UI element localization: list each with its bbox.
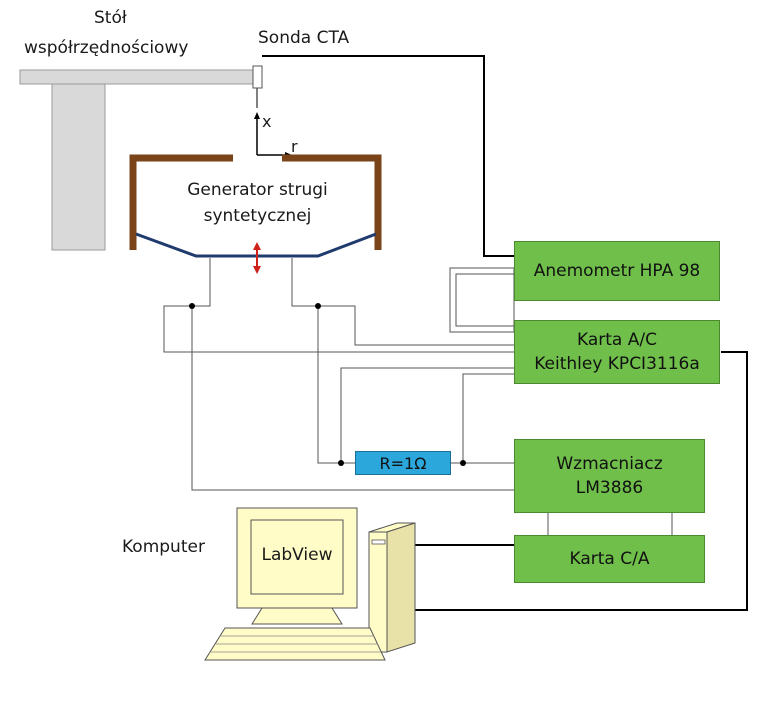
axis-x-label: x [262, 112, 272, 131]
cavity-wall-right [282, 154, 382, 250]
amplifier-block: Wzmacniacz LM3886 [514, 439, 705, 513]
anemometer-block: Anemometr HPA 98 [514, 241, 720, 301]
table-column [51, 83, 106, 251]
axis-r-label: r [291, 137, 298, 156]
vibration-arrow-down [253, 266, 261, 274]
axis-x-arrowhead [254, 112, 260, 119]
cavity-wall-left [129, 154, 233, 250]
dac-card-label: Karta C/A [569, 549, 650, 569]
adc-card-label-line1: Karta A/C [577, 330, 657, 350]
computer-label: Komputer [122, 537, 205, 557]
resistor-label: R=1Ω [379, 453, 427, 473]
cta-probe [252, 65, 263, 89]
table-label-line2: współrzędnościowy [24, 38, 189, 58]
generator-label-line1: Generator strugi [187, 180, 328, 200]
labview-label: LabView [261, 545, 333, 565]
amplifier-label-line1: Wzmacniacz [556, 454, 663, 474]
generator-label-line2: syntetycznej [203, 206, 312, 226]
keyboard-keys [211, 635, 381, 653]
probe-label: Sonda CTA [258, 28, 350, 48]
monitor-stand [251, 607, 343, 625]
table-arm [19, 69, 256, 85]
card-ac-cable [412, 351, 748, 611]
adc-card-block: Karta A/C Keithley KPCI3116a [514, 320, 720, 384]
probe-cable [262, 55, 514, 257]
tower-side [386, 522, 416, 653]
drive-slot [371, 539, 386, 545]
dac-card-block: Karta C/A [514, 535, 705, 583]
signal-wiring [163, 258, 673, 535]
resistor-block: R=1Ω [355, 451, 451, 475]
amplifier-label-line2: LM3886 [575, 478, 644, 498]
table-label-line1: Stół [94, 8, 127, 28]
anemometer-label: Anemometr HPA 98 [533, 261, 701, 281]
adc-card-label-line2: Keithley KPCI3116a [534, 354, 700, 374]
junction-dots [189, 303, 466, 466]
monitor-screen [250, 519, 344, 595]
vibration-arrow-up [253, 242, 261, 250]
